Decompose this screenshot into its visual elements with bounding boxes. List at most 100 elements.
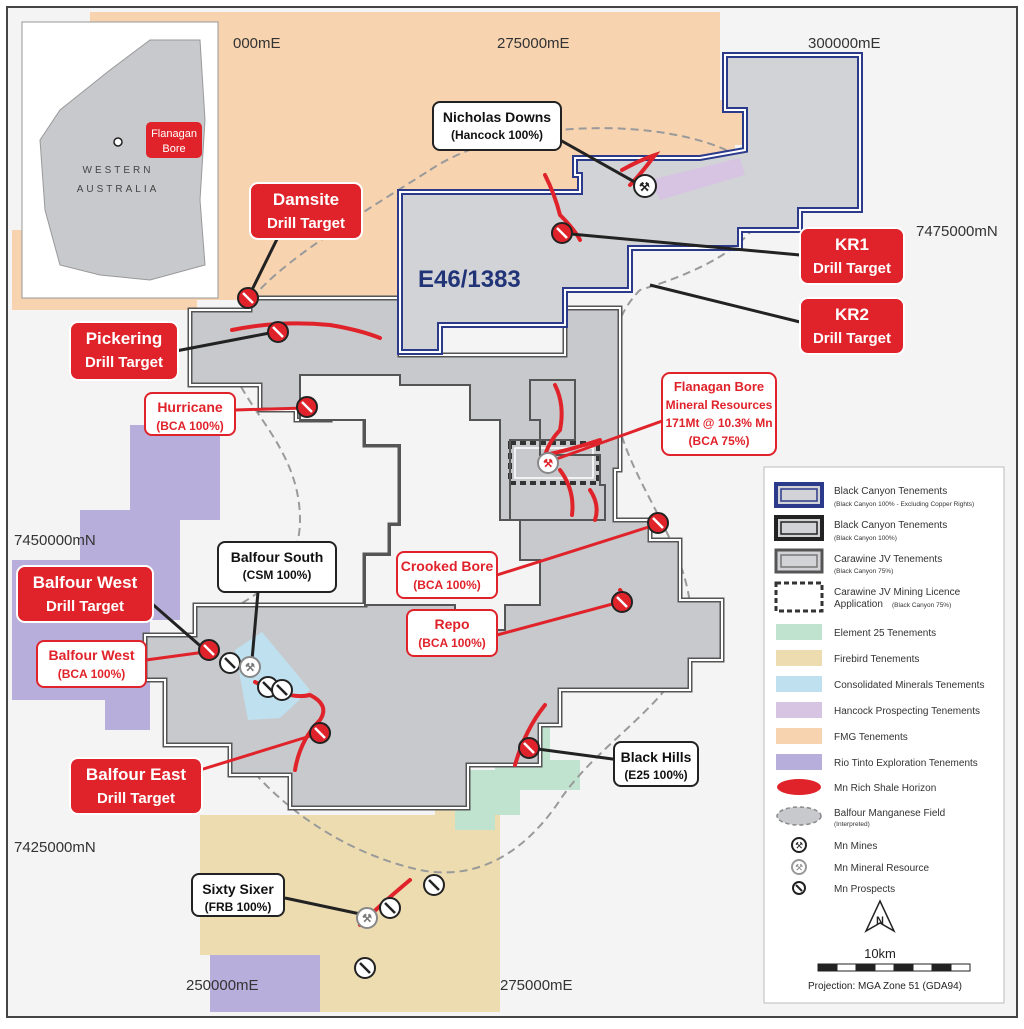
grid-x-bottom-2: 275000mE — [500, 977, 573, 994]
third-sixty-sixer-name: Sixty Sixer — [202, 881, 274, 897]
target-balfour-east-name: Balfour East — [86, 765, 186, 784]
scale-bar — [817, 963, 971, 972]
legend-swatch-csm — [776, 676, 822, 692]
target-pickering-sub: Drill Target — [85, 354, 163, 371]
legend-swatch-resource: ⚒ — [791, 859, 807, 875]
prospect-hurricane-sub: (BCA 100%) — [156, 419, 224, 433]
legend-label-hancock: Hancock Prospecting Tenements — [834, 706, 980, 717]
prospect-crooked-bore-sub: (BCA 100%) — [413, 578, 481, 592]
western-australia-shape — [39, 39, 206, 281]
grid-x-top-2: 275000mE — [497, 35, 570, 52]
mn-mines-marker: ⚒ — [633, 174, 657, 198]
svg-text:⚒: ⚒ — [362, 913, 372, 925]
prospect-repo: Repo(BCA 100%) — [406, 609, 498, 657]
prospect-marker — [271, 679, 293, 701]
e46-1383-tenement — [397, 52, 863, 355]
third-nicholas-downs: Nicholas Downs (Hancock 100%) — [432, 101, 562, 151]
prospect-marker — [611, 591, 633, 613]
prospect-marker — [354, 957, 376, 979]
hancock-tenement — [650, 158, 745, 200]
scale-label: 10km — [864, 946, 896, 961]
prospect-hurricane-name: Hurricane — [157, 399, 223, 415]
projection-label: Projection: MGA Zone 51 (GDA94) — [808, 981, 962, 992]
grid-labels: 000mE 275000mE 300000mE 250000mE 275000m… — [14, 35, 998, 994]
third-black-hills-sub: (E25 100%) — [624, 768, 687, 782]
third-balfour-south-name: Balfour South — [231, 549, 324, 565]
legend-label-prospects: Mn Prospects — [834, 884, 895, 895]
legend-swatch-e25 — [776, 624, 822, 640]
legend-swatch-shale — [777, 779, 821, 795]
legend-swatch-fmg — [776, 728, 822, 744]
prospect-marker — [296, 396, 318, 418]
legend-swatch-rio — [776, 754, 822, 770]
svg-text:⚒: ⚒ — [245, 662, 255, 674]
target-kr1-name: KR1 — [835, 235, 869, 254]
legend-label-mines: Mn Mines — [834, 841, 877, 852]
prospect-repo-sub: (BCA 100%) — [418, 636, 486, 650]
legend-swatch-mines: ⚒ — [791, 837, 807, 853]
prospect-marker — [219, 652, 241, 674]
grid-x-top-3: 300000mE — [808, 35, 881, 52]
resource-marker: ⚒ — [537, 452, 559, 474]
third-nicholas-downs-sub: (Hancock 100%) — [451, 128, 543, 142]
third-black-hills: Black Hills(E25 100%) — [613, 741, 699, 787]
legend-swatch-field — [776, 806, 822, 826]
target-balfour-west-target-name: Balfour West — [33, 573, 138, 592]
prospect-marker — [267, 321, 289, 343]
legend-label-bct-excl: Black Canyon Tenements — [834, 486, 947, 497]
legend-label-rio: Rio Tinto Exploration Tenements — [834, 758, 978, 769]
legend-label-csm: Consolidated Minerals Tenements — [834, 680, 984, 691]
legend-swatch-prospects — [792, 881, 806, 895]
prospect-marker — [379, 897, 401, 919]
prospect-marker — [309, 722, 331, 744]
third-sixty-sixer: Sixty Sixer(FRB 100%) — [191, 873, 285, 917]
target-damsite-name: Damsite — [273, 190, 339, 209]
legend-swatch-bct — [774, 515, 824, 541]
prospect-markers — [198, 222, 669, 979]
grid-y-1: 7475000mN — [916, 223, 998, 240]
prospect-balfour-west-name: Balfour West — [48, 647, 134, 663]
resource-marker: ⚒ — [239, 656, 261, 678]
third-balfour-south-sub: (CSM 100%) — [243, 568, 312, 582]
prospect-marker — [423, 874, 445, 896]
legend-sub-bct: (Black Canyon 100%) — [834, 535, 897, 542]
legend-sub-cjv: (Black Canyon 75%) — [834, 568, 893, 575]
flanagan-line3: 171Mt @ 10.3% Mn — [665, 416, 772, 430]
flanagan-line2: Mineral Resources — [666, 398, 773, 412]
firebird-tenements — [200, 790, 500, 1012]
prospect-marker — [237, 287, 259, 309]
legend-sub-bct-excl: (Black Canyon 100% - Excluding Copper Ri… — [834, 501, 974, 508]
legend-swatch-hancock — [776, 702, 822, 718]
legend-label-cjv-ml: Carawine JV Mining Licence — [834, 587, 961, 598]
prospect-crooked-bore: Crooked Bore (BCA 100%) — [396, 551, 498, 599]
inset-place-1: Flanagan — [151, 128, 197, 140]
inset-region-1: WESTERN — [83, 165, 154, 176]
legend-swatch-cjv — [774, 548, 824, 574]
inset-callout — [146, 122, 202, 158]
third-nicholas-downs-name: Nicholas Downs — [443, 109, 551, 125]
prospect-marker — [551, 222, 573, 244]
target-kr2-name: KR2 — [835, 305, 869, 324]
flanagan-line4: (BCA 75%) — [689, 434, 750, 448]
inset-location-dot — [113, 137, 123, 147]
prospect-marker — [198, 639, 220, 661]
legend-label-field: Balfour Manganese Field — [834, 808, 945, 819]
north-arrow: N — [864, 899, 896, 933]
flanagan-line1: Flanagan Bore — [674, 379, 764, 394]
legend-label-e25: Element 25 Tenements — [834, 628, 936, 639]
inset-region-2: AUSTRALIA — [77, 184, 160, 195]
prospect-crooked-bore-name: Crooked Bore — [401, 558, 494, 574]
svg-text:⚒: ⚒ — [543, 458, 553, 470]
legend: Black Canyon Tenements (Black Canyon 100%… — [763, 466, 1005, 1004]
grid-y-3: 7425000mN — [14, 839, 96, 856]
third-balfour-south: Balfour South (CSM 100%) — [217, 541, 337, 593]
grid-x-top-1: 000mE — [233, 35, 281, 52]
legend-label-shale: Mn Rich Shale Horizon — [834, 783, 936, 794]
grid-x-bottom-1: 250000mE — [186, 977, 259, 994]
legend-label-firebird: Firebird Tenements — [834, 654, 919, 665]
prospect-balfour-west-sub: (BCA 100%) — [58, 667, 126, 681]
